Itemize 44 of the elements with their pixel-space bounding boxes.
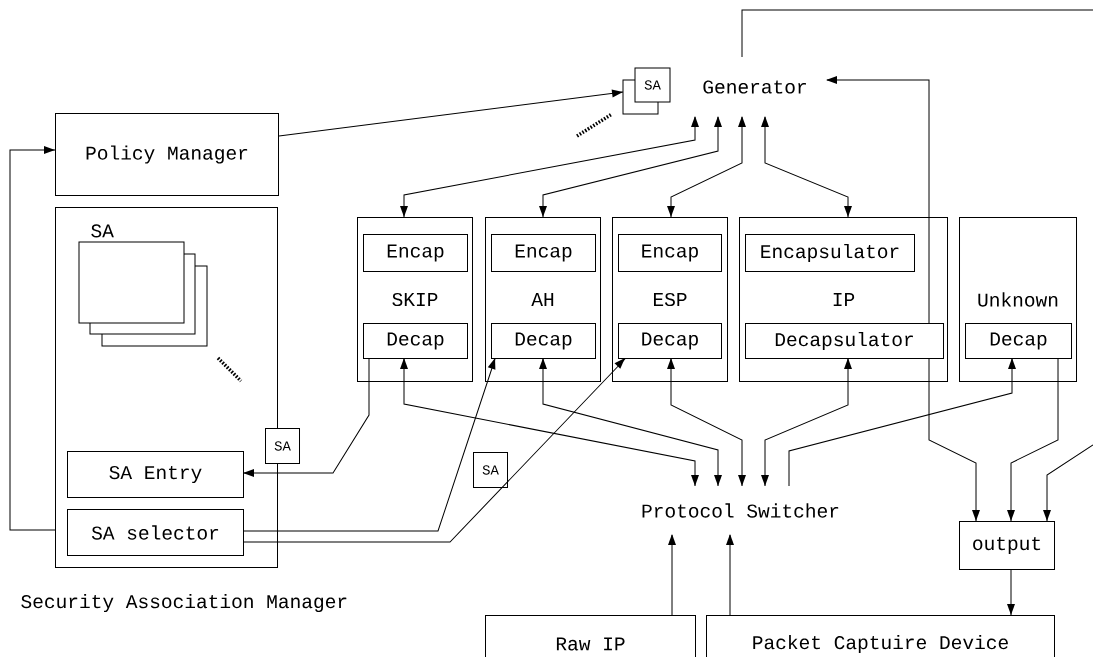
arrow — [539, 116, 722, 218]
arrow — [788, 358, 1016, 487]
arrow — [761, 358, 852, 487]
arrow — [9, 146, 56, 531]
arrow — [400, 116, 699, 218]
process-box: Decap — [363, 323, 468, 359]
module-label: Protocol Switcher — [642, 503, 839, 518]
process-box: Encapsulator — [745, 234, 915, 272]
arrow — [1043, 444, 1093, 522]
process-box: Encap — [618, 234, 722, 272]
arrow — [400, 358, 699, 487]
process-box: Policy Manager — [55, 113, 279, 196]
arrow — [1007, 569, 1015, 616]
process-box: Encap — [491, 234, 596, 272]
process-box: output — [959, 521, 1055, 570]
process-box: Raw IP — [485, 615, 696, 657]
process-box: Packet Captuire Device — [706, 615, 1055, 657]
arrow — [826, 76, 930, 324]
process-box: Decap — [491, 323, 596, 359]
process-box: Decap — [965, 323, 1072, 359]
record-tag: SA — [265, 428, 300, 464]
arrow — [667, 358, 746, 487]
arrow — [668, 534, 676, 616]
record-tag: SA — [473, 452, 508, 488]
process-box: Encap — [363, 234, 468, 272]
arrow — [667, 116, 746, 218]
caption: Security Association Manager — [21, 593, 347, 613]
arrow — [243, 358, 496, 532]
stacked-records-drawing: SA — [78, 224, 208, 347]
stacked-records-drawing: SA — [622, 67, 671, 115]
process-box: SA Entry — [67, 451, 244, 498]
process-box: Decapsulator — [745, 323, 944, 359]
arrow — [726, 534, 734, 616]
process-box: Decap — [618, 323, 722, 359]
arrow — [243, 358, 370, 477]
arrow — [539, 358, 722, 487]
arrow — [761, 116, 852, 218]
arrow — [243, 358, 626, 543]
arrow — [928, 358, 980, 522]
process-box: SA selector — [67, 509, 244, 556]
arrow — [1007, 358, 1059, 522]
module-label: Generator — [703, 80, 806, 94]
node-label: SA — [91, 224, 114, 238]
arrow — [278, 89, 624, 137]
